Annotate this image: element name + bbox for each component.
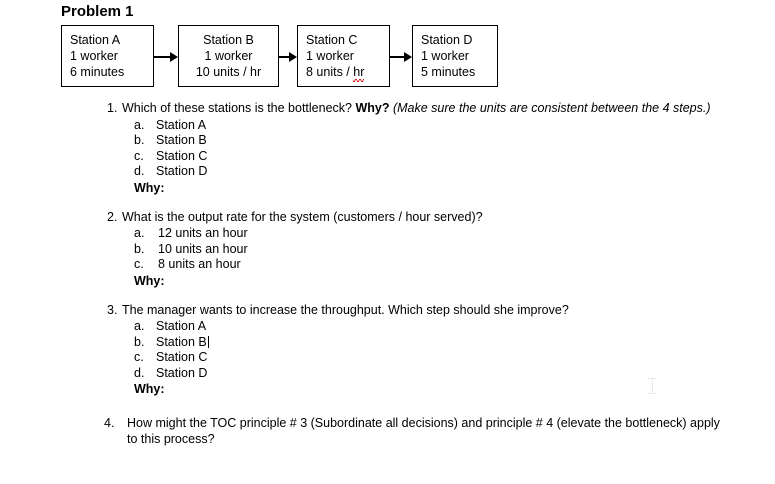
question-1-options: a. Station A b. Station B c. Station C d… bbox=[0, 118, 775, 196]
option-label: Station C bbox=[156, 148, 208, 163]
question-3-options: a. Station A b. Station B c. Station C d… bbox=[0, 319, 775, 397]
question-1-text-bold: Why? bbox=[355, 101, 390, 115]
why-label: Why: bbox=[134, 382, 165, 396]
station-b-rate: 10 units / hr bbox=[195, 65, 262, 79]
option-label: Station B bbox=[156, 334, 207, 349]
station-a-name: Station A bbox=[70, 33, 121, 47]
option-letter: a. bbox=[134, 319, 145, 333]
option-row[interactable]: a. 12 units an hour bbox=[0, 226, 775, 242]
question-4: 4. How might the TOC principle # 3 (Subo… bbox=[0, 416, 775, 447]
station-a-workers: 1 worker bbox=[70, 49, 118, 63]
flow-arrow-c-to-d bbox=[390, 50, 412, 64]
option-label: Station D bbox=[156, 164, 208, 178]
option-label: 10 units an hour bbox=[158, 241, 248, 256]
text-insertion-caret bbox=[207, 335, 209, 348]
option-letter: a. bbox=[134, 226, 145, 240]
station-a-rate: 6 minutes bbox=[70, 65, 125, 79]
question-2-why-row[interactable]: Why: bbox=[0, 273, 775, 289]
option-label: 8 units an hour bbox=[158, 257, 241, 271]
question-1: 1. Which of these stations is the bottle… bbox=[0, 101, 775, 196]
option-row[interactable]: b. 10 units an hour bbox=[0, 242, 775, 258]
option-row[interactable]: c. Station C bbox=[0, 149, 775, 165]
option-row[interactable]: d. Station D bbox=[0, 366, 775, 382]
question-2-heading: 2. What is the output rate for the syste… bbox=[0, 210, 775, 226]
option-label: 12 units an hour bbox=[158, 226, 248, 240]
option-row[interactable]: c. Station C bbox=[0, 350, 775, 366]
station-box-a[interactable]: Station A 1 worker 6 minutes bbox=[61, 25, 154, 87]
question-2-options: a. 12 units an hour b. 10 units an hour … bbox=[0, 226, 775, 289]
station-box-b[interactable]: Station B 1 worker 10 units / hr bbox=[178, 25, 279, 87]
option-letter: b. bbox=[134, 133, 145, 147]
question-3: 3. The manager wants to increase the thr… bbox=[0, 303, 775, 398]
question-2-number: 2. bbox=[107, 209, 118, 224]
option-row[interactable]: a. Station A bbox=[0, 319, 775, 335]
option-label: Station A bbox=[156, 319, 207, 333]
option-letter: d. bbox=[134, 365, 145, 380]
questions-list: 1. Which of these stations is the bottle… bbox=[0, 101, 775, 447]
station-b-workers: 1 worker bbox=[204, 49, 253, 63]
question-1-text-part1: Which of these stations is the bottlenec… bbox=[122, 101, 356, 115]
option-letter: d. bbox=[134, 164, 145, 178]
question-3-heading: 3. The manager wants to increase the thr… bbox=[0, 303, 775, 319]
why-label: Why: bbox=[134, 180, 165, 195]
question-4-heading: 4. How might the TOC principle # 3 (Subo… bbox=[0, 416, 775, 447]
flow-arrow-a-to-b bbox=[154, 50, 178, 64]
option-label: Station A bbox=[156, 117, 207, 132]
station-d-rate: 5 minutes bbox=[421, 65, 476, 79]
option-label: Station B bbox=[156, 133, 207, 147]
question-2-text: What is the output rate for the system (… bbox=[122, 209, 483, 224]
option-label-with-caret[interactable]: Station B bbox=[156, 335, 209, 351]
option-row[interactable]: a. Station A bbox=[0, 118, 775, 134]
arrow-shaft bbox=[154, 56, 170, 58]
question-4-text: How might the TOC principle # 3 (Subordi… bbox=[127, 416, 720, 446]
option-letter: c. bbox=[134, 350, 144, 364]
question-4-number: 4. bbox=[104, 416, 115, 430]
question-3-text: The manager wants to increase the throug… bbox=[122, 302, 569, 317]
arrow-shaft bbox=[279, 56, 289, 58]
station-d-workers: 1 worker bbox=[421, 49, 469, 63]
station-c-rate-misspelled-word[interactable]: hr bbox=[353, 65, 365, 82]
spacer bbox=[0, 289, 775, 303]
question-1-number: 1. bbox=[107, 101, 118, 115]
question-1-why-row[interactable]: Why: bbox=[0, 180, 775, 196]
arrow-head bbox=[170, 51, 178, 62]
option-letter: a. bbox=[134, 117, 145, 132]
option-row[interactable]: b. Station B bbox=[0, 133, 775, 149]
option-letter: b. bbox=[134, 241, 145, 256]
option-letter: b. bbox=[134, 334, 145, 349]
question-2: 2. What is the output rate for the syste… bbox=[0, 210, 775, 289]
option-row-active[interactable]: b. Station B bbox=[0, 335, 775, 351]
option-label: Station C bbox=[156, 350, 208, 364]
station-c-rate: 8 units / hr bbox=[298, 64, 389, 82]
option-letter: c. bbox=[134, 148, 144, 163]
why-label: Why: bbox=[134, 273, 165, 288]
option-row[interactable]: d. Station D bbox=[0, 164, 775, 180]
arrow-head bbox=[289, 51, 297, 62]
option-letter: c. bbox=[134, 257, 144, 271]
spacer bbox=[0, 196, 775, 210]
question-1-heading: 1. Which of these stations is the bottle… bbox=[0, 101, 775, 117]
station-d-name: Station D bbox=[421, 33, 473, 47]
station-c-name: Station C bbox=[306, 33, 358, 47]
page-title: Problem 1 bbox=[61, 3, 134, 20]
station-c-rate-prefix: 8 units / bbox=[306, 65, 354, 79]
question-3-why-row[interactable]: Why: bbox=[0, 381, 775, 397]
station-box-c[interactable]: Station C 1 worker 8 units / hr bbox=[297, 25, 390, 87]
process-flow-diagram: Station A 1 worker 6 minutes Station B 1… bbox=[61, 25, 498, 89]
question-3-number: 3. bbox=[107, 302, 118, 317]
arrow-shaft bbox=[390, 56, 404, 58]
spacer bbox=[0, 397, 775, 416]
question-1-text-italic: (Make sure the units are consistent betw… bbox=[392, 101, 711, 115]
arrow-head bbox=[404, 51, 412, 62]
option-label: Station D bbox=[156, 365, 208, 380]
question-1-text: Which of these stations is the bottlenec… bbox=[122, 101, 727, 117]
flow-arrow-b-to-c bbox=[279, 50, 297, 64]
station-b-name: Station B bbox=[203, 33, 254, 47]
station-box-d[interactable]: Station D 1 worker 5 minutes bbox=[412, 25, 498, 87]
station-c-workers: 1 worker bbox=[306, 49, 354, 63]
option-row[interactable]: c. 8 units an hour bbox=[0, 257, 775, 273]
